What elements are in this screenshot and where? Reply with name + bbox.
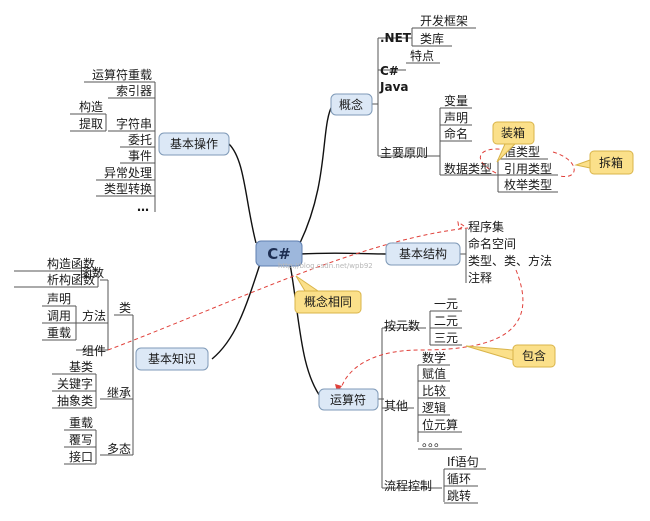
poly-child-3: 接口: [69, 449, 93, 464]
principle-child-3: 命名: [444, 126, 468, 141]
concept-principle: 主要原则: [380, 146, 428, 160]
svg-text:包含: 包含: [522, 348, 546, 363]
concept-net-child-2: 类库: [420, 31, 444, 46]
node-basic-knowledge[interactable]: 基本知识: [135, 347, 209, 371]
callout-contains: 包含: [465, 344, 556, 368]
principle-child-2: 声明: [444, 111, 468, 125]
arity-child-2: 二元: [434, 314, 458, 328]
concept-net: .NET: [380, 31, 412, 45]
arity-child-1: 一元: [434, 297, 458, 311]
function-child-2: 析构函数: [47, 272, 95, 287]
svg-text:概念: 概念: [339, 97, 363, 112]
concept-lines: [372, 27, 558, 193]
svg-text:概念相同: 概念相同: [304, 294, 352, 309]
svg-text:运算符: 运算符: [330, 392, 366, 407]
ops-child-3: 字符串: [116, 116, 152, 131]
branch-basic-ops: [228, 143, 257, 244]
string-child-2: 提取: [79, 116, 103, 131]
branch-concept: [299, 103, 334, 244]
svg-text:拆箱: 拆箱: [599, 155, 623, 170]
ops-child-more: …: [137, 200, 149, 214]
ops-child-7: 类型转换: [104, 181, 152, 196]
knowledge-inherit: 继承: [107, 386, 131, 400]
datatype-child-3: 枚举类型: [504, 177, 552, 192]
string-child-1: 构造: [79, 99, 103, 114]
method-child-1: 声明: [47, 292, 71, 306]
operator-arity: 按元数: [384, 318, 420, 333]
ops-child-1: 运算符重载: [92, 67, 152, 82]
relation-same-concept: [107, 227, 469, 351]
flow-child-3: 跳转: [447, 488, 471, 503]
other-child-2: 赋值: [422, 366, 446, 381]
node-basic-ops[interactable]: 基本操作: [158, 132, 230, 156]
ops-child-2: 索引器: [116, 84, 152, 98]
node-operator[interactable]: 运算符: [318, 388, 379, 411]
other-child-6: 。。。: [422, 435, 446, 449]
operator-other: 其他: [384, 399, 408, 413]
svg-text:C#: C#: [267, 245, 291, 263]
method-child-2: 调用: [47, 309, 71, 323]
method-child-3: 重载: [47, 326, 71, 340]
inherit-child-1: 基类: [69, 360, 93, 374]
other-child-4: 逻辑: [422, 401, 446, 415]
class-component: 组件: [82, 344, 106, 358]
relation-boxing: [479, 148, 509, 174]
node-basic-structure[interactable]: 基本结构: [385, 242, 461, 266]
principle-child-4: 数据类型: [444, 161, 492, 176]
datatype-child-1: 值类型: [504, 144, 540, 159]
operator-flow: 流程控制: [384, 478, 432, 493]
svg-text:装箱: 装箱: [501, 125, 525, 140]
callout-unboxing: 拆箱: [574, 150, 634, 175]
poly-child-1: 重载: [69, 416, 93, 430]
concept-csharp: C#: [380, 64, 399, 78]
relation-contains: [339, 269, 524, 393]
callout-boxing: 装箱: [492, 121, 535, 163]
datatype-child-2: 引用类型: [504, 162, 552, 176]
other-child-5: 位元算: [422, 417, 458, 432]
class-method: 方法: [82, 308, 106, 323]
other-child-3: 比较: [422, 383, 446, 398]
knowledge-lines: [14, 270, 142, 465]
arity-child-3: 三元: [434, 331, 458, 345]
ops-child-4: 委托: [128, 133, 152, 147]
branch-basic-knowledge: [211, 263, 261, 360]
relation-unboxing: [552, 151, 575, 177]
function-child-1: 构造函数: [47, 256, 95, 271]
concept-net-child-1: 开发框架: [420, 13, 468, 28]
knowledge-class: 类: [119, 301, 131, 315]
other-child-1: 数学: [422, 350, 446, 365]
structure-child-4: 注释: [468, 270, 492, 285]
structure-child-3: 类型、类、方法: [468, 253, 552, 268]
basic-ops-lines: [70, 81, 165, 212]
flow-child-2: 循环: [447, 472, 471, 486]
concept-csharp-child: 特点: [410, 48, 434, 63]
structure-lines: [460, 229, 467, 283]
structure-child-1: 程序集: [468, 219, 504, 234]
class-function: 函数: [80, 265, 104, 280]
structure-child-2: 命名空间: [468, 236, 516, 251]
svg-text:基本结构: 基本结构: [399, 246, 447, 261]
center-node[interactable]: C#: [255, 240, 303, 267]
svg-text:基本操作: 基本操作: [170, 136, 218, 151]
flow-child-1: If语句: [447, 455, 479, 469]
inherit-child-2: 关键字: [57, 376, 93, 391]
concept-java: Java: [379, 80, 408, 94]
inherit-child-3: 抽象类: [57, 394, 93, 408]
principle-child-1: 变量: [444, 93, 468, 108]
ops-child-6: 异常处理: [104, 166, 152, 180]
branch-basic-structure: [299, 252, 387, 255]
watermark: http://blog.csdn.net/wpb92: [278, 262, 373, 270]
callout-same-concept: 概念相同: [294, 275, 362, 314]
svg-text:基本知识: 基本知识: [148, 352, 196, 366]
knowledge-poly: 多态: [107, 442, 131, 456]
ops-child-5: 事件: [128, 149, 152, 163]
branch-operator: [289, 263, 323, 400]
main-branches: [211, 103, 387, 400]
poly-child-2: 覆写: [69, 433, 93, 447]
node-concept[interactable]: 概念: [330, 93, 373, 116]
